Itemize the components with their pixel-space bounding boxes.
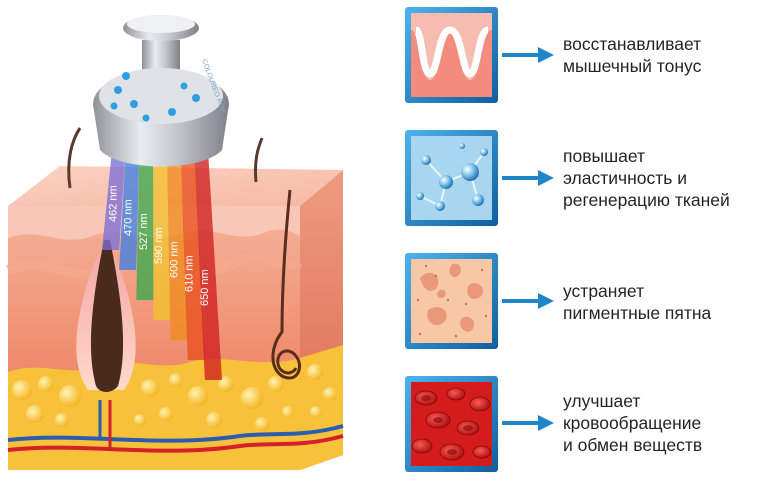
arrow-3 <box>502 293 554 309</box>
benefit-text-elasticity: повышает эластичность и регенерацию ткан… <box>563 146 730 210</box>
wavelength-label: 610 nm <box>184 255 196 292</box>
wavelength-label: 527 nm <box>138 213 150 250</box>
arrow-2 <box>502 170 554 186</box>
hair-shaft <box>90 240 124 392</box>
device-head-skirt <box>93 104 229 167</box>
light-beam-462-nm <box>102 150 126 250</box>
benefit-text-muscle-tone: восстанавливает мышечный тонус <box>563 34 702 76</box>
led-device: COLOUREO ROB <box>93 15 229 167</box>
hair-left <box>67 127 82 189</box>
wavelength-label: 470 nm <box>123 199 135 236</box>
light-beam-600-nm <box>166 150 188 340</box>
benefit-text-pigment: устраняет пигментные пятна <box>563 281 712 323</box>
light-beam-590-nm <box>153 150 171 320</box>
light-beam-610-nm <box>180 150 205 360</box>
muscle-tissue-icon <box>405 7 498 103</box>
skin-cross-section <box>6 127 344 470</box>
wavelength-label: 590 nm <box>153 227 165 264</box>
device-handle-top-face <box>127 15 195 33</box>
light-beam-650-nm <box>194 150 222 380</box>
arrow-1 <box>502 47 554 63</box>
fat-cells <box>12 364 337 431</box>
benefit-arrows <box>502 47 554 431</box>
arrow-4 <box>502 415 554 431</box>
hair-right <box>254 137 264 183</box>
red-blood-cells-icon <box>405 376 498 472</box>
benefit-text-circulation: улучшает кровообращение и обмен веществ <box>563 391 703 455</box>
molecule-icon <box>405 130 498 226</box>
wavelength-label: 462 nm <box>107 185 119 222</box>
device-head-face <box>99 68 223 124</box>
pigment-spots-icon <box>405 253 498 349</box>
wavelength-label: 650 nm <box>199 269 211 306</box>
led-indicator-dots <box>110 72 200 122</box>
wavelength-label: 600 nm <box>168 241 180 278</box>
artery <box>7 434 344 453</box>
vein <box>7 424 344 443</box>
light-beam-470-nm <box>119 150 140 270</box>
curled-hair <box>271 189 301 380</box>
light-beam-527-nm <box>136 150 154 300</box>
